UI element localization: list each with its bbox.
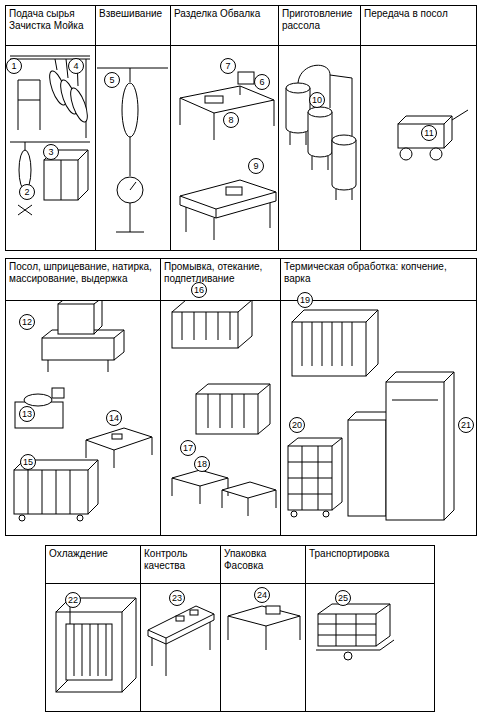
callout-number: 24	[254, 587, 270, 603]
callout-number: 20	[289, 417, 305, 433]
draining-frame	[172, 300, 252, 348]
stage-heading: Охлаждение	[46, 546, 140, 584]
callout-number: 16	[191, 282, 207, 298]
callout-number: 25	[335, 590, 351, 606]
callout-number: 6	[254, 74, 270, 90]
stage-heading: Промывка, отекание, подпетливание	[161, 259, 280, 301]
stage-heading: Контроль качества	[141, 546, 220, 584]
stage-cell: Передача в посол	[360, 5, 477, 251]
loop-frame	[196, 384, 270, 434]
stage-heading: Подача сырья Зачистка Мойка	[6, 6, 95, 46]
stage-cell: Разделка Обвалка	[170, 5, 279, 251]
tables	[172, 470, 276, 516]
stage-heading: Транспортировка	[306, 546, 434, 584]
callout-number: 3	[43, 144, 59, 160]
callout-number: 19	[297, 292, 313, 308]
callout-number: 23	[169, 590, 185, 606]
callout-number: 10	[309, 92, 325, 108]
stage-cell: Подача сырья Зачистка Мойка	[5, 5, 96, 251]
callout-number: 9	[248, 158, 264, 174]
washing-cabinet	[10, 142, 90, 215]
callout-number: 17	[180, 440, 196, 456]
scale	[97, 68, 168, 232]
stage-heading: Приготовление рассола	[279, 6, 360, 46]
callout-number: 13	[19, 406, 35, 422]
callout-number: 14	[106, 410, 122, 426]
cooling-chamber	[56, 598, 136, 692]
stage-cell: Приготовление рассола	[278, 5, 361, 251]
stage-cell: Упаковка Фасовка	[220, 545, 306, 712]
callout-number: 21	[458, 417, 474, 433]
callout-number: 2	[19, 184, 35, 200]
callout-number: 1	[6, 58, 22, 74]
brine-tanks	[286, 65, 356, 200]
stage-cell: Охлаждение	[45, 545, 141, 712]
stage-cell: Взвешивание	[95, 5, 171, 251]
callout-number: 8	[223, 112, 239, 128]
stage-heading: Упаковка Фасовка	[221, 546, 305, 584]
stage-cell: Транспортировка	[305, 545, 435, 712]
massager	[15, 388, 64, 428]
cutting-table	[180, 72, 276, 240]
callout-number: 5	[104, 72, 120, 88]
stage-heading: Посол, шприцевание, натирка, массировани…	[6, 259, 160, 301]
carcass-rail	[10, 56, 91, 138]
stage-cell: Контроль качества	[140, 545, 221, 712]
stage-heading: Разделка Обвалка	[171, 6, 278, 46]
stage-cell: Посол, шприцевание, натирка, массировани…	[5, 258, 161, 536]
pallet-stack	[316, 604, 394, 660]
packing-table	[228, 606, 300, 650]
cooking-frame	[288, 438, 342, 517]
callout-number: 4	[68, 58, 84, 74]
thermal-chamber	[348, 372, 454, 520]
callout-number: 22	[65, 592, 81, 608]
transport-cart	[398, 110, 468, 160]
callout-number: 7	[220, 58, 236, 74]
smoking-frame	[292, 310, 378, 376]
stage-cell: Промывка, отекание, подпетливание	[160, 258, 281, 536]
injector	[42, 298, 124, 372]
callout-number: 18	[194, 456, 210, 472]
inspection-conveyor	[148, 606, 214, 676]
stage-heading: Взвешивание	[96, 6, 170, 46]
callout-number: 12	[19, 314, 35, 330]
callout-number: 15	[20, 454, 36, 470]
callout-number: 11	[421, 125, 437, 141]
stage-heading: Передача в посол	[361, 6, 476, 46]
